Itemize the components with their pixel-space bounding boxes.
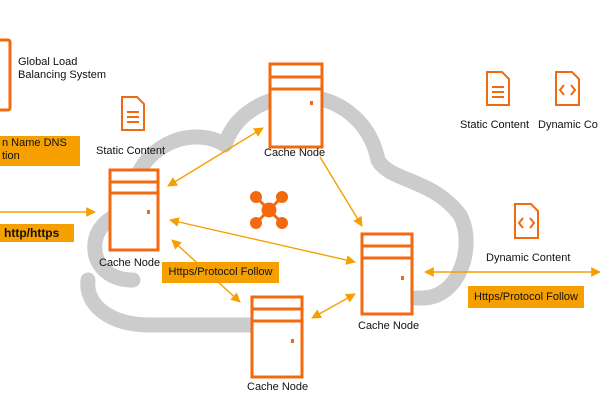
connector-left-top	[167, 127, 264, 187]
dynamic-content-mid-label: Dynamic Content	[486, 252, 571, 264]
protocol-tag-right: Https/Protocol Follow	[468, 286, 584, 308]
dns-tag-line2: tion	[2, 150, 20, 162]
global-load-balancing-label: Global Load Balancing System	[18, 56, 106, 82]
global-load-balancing-server-icon	[0, 38, 12, 112]
cache-node-top-server-icon	[268, 62, 324, 149]
global-load-balancing-line2: Balancing System	[18, 69, 107, 81]
connectors	[0, 127, 600, 319]
dynamic-content-mid-code-document-icon	[514, 203, 539, 239]
global-load-balancing-line1: Global Load	[18, 56, 78, 68]
dynamic-content-top-code-document-icon	[555, 71, 580, 106]
cache-node-right-server-icon	[360, 232, 414, 316]
dynamic-content-top-label: Dynamic Co	[538, 119, 598, 131]
network-hub-icon	[250, 191, 288, 229]
static-content-left-document-icon	[121, 96, 145, 131]
dns-tag-line1: n Name DNS	[2, 137, 67, 149]
cache-node-left-server-icon	[108, 168, 160, 252]
dns-tag: n Name DNS tion	[0, 136, 80, 166]
connector-bottom-right	[311, 293, 356, 319]
connector-left-right	[169, 217, 356, 265]
cache-node-bottom-server-icon	[250, 295, 304, 379]
protocol-tag-center: Https/Protocol Follow	[162, 262, 279, 283]
static-content-left-label: Static Content	[96, 145, 166, 157]
http-https-tag: http/https	[0, 224, 74, 242]
cache-node-right-label: Cache Node	[358, 320, 420, 332]
cache-node-left-label: Cache Node	[99, 257, 161, 269]
cache-node-bottom-label: Cache Node	[247, 381, 309, 393]
static-content-right-label: Static Content	[460, 119, 530, 131]
cache-node-top-label: Cache Node	[264, 147, 326, 159]
static-content-right-document-icon	[486, 71, 510, 106]
connector-top-right	[319, 156, 363, 227]
